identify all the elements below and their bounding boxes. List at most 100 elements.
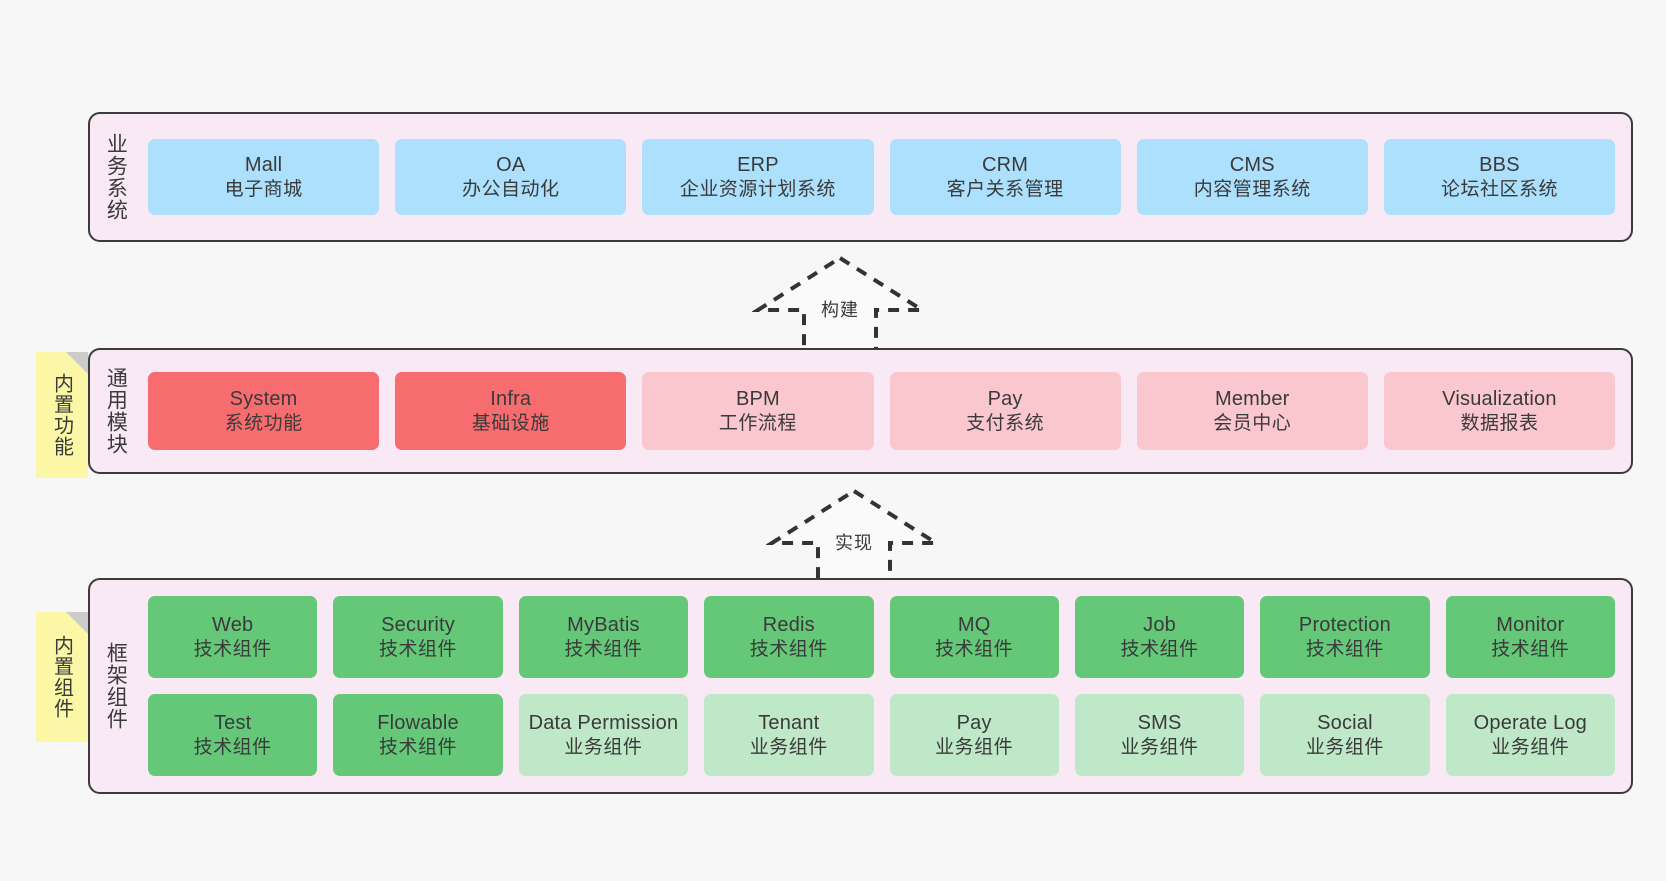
layer-framework-title: 框架组件 <box>104 642 128 730</box>
card-cms-en: CMS <box>1229 153 1275 176</box>
card-test-cn: 技术组件 <box>193 736 272 758</box>
card-mybatis[interactable]: MyBatis 技术组件 <box>518 596 689 678</box>
card-sms-cn: 业务组件 <box>1120 736 1199 758</box>
card-monitor[interactable]: Monitor 技术组件 <box>1445 596 1615 678</box>
connector-implement-arrow: 实现 <box>766 485 942 585</box>
layer-framework-body: Web 技术组件 Security 技术组件 MyBatis 技术组件 Redi… <box>140 580 1631 792</box>
card-sms-en: SMS <box>1137 711 1182 734</box>
layer-common-title: 通用模块 <box>104 367 128 455</box>
card-erp-cn: 企业资源计划系统 <box>679 178 836 200</box>
card-cms-cn: 内容管理系统 <box>1193 178 1311 200</box>
sticky-note-builtin-features: 内置功能 <box>36 352 88 478</box>
card-security[interactable]: Security 技术组件 <box>333 596 503 678</box>
card-test[interactable]: Test 技术组件 <box>148 694 318 776</box>
card-member[interactable]: Member 会员中心 <box>1136 372 1368 450</box>
card-bbs-cn: 论坛社区系统 <box>1440 178 1558 200</box>
card-bbs-en: BBS <box>1479 153 1520 176</box>
card-social-en: Social <box>1317 711 1373 734</box>
card-infra-cn: 基础设施 <box>471 412 550 434</box>
card-sms[interactable]: SMS 业务组件 <box>1074 694 1245 776</box>
sticky-fold-corner-icon <box>66 352 88 374</box>
card-redis-en: Redis <box>762 613 815 636</box>
card-pay-component-en: Pay <box>956 711 992 734</box>
card-security-cn: 技术组件 <box>379 638 458 660</box>
card-crm-en: CRM <box>982 153 1029 176</box>
layer-business-systems: 业务系统 Mall 电子商城 OA 办公自动化 ERP 企业资源计划系统 CRM… <box>88 112 1633 242</box>
card-operate-log[interactable]: Operate Log 业务组件 <box>1445 694 1615 776</box>
card-operate-log-en: Operate Log <box>1473 711 1588 734</box>
card-job-cn: 技术组件 <box>1120 638 1199 660</box>
card-web-cn: 技术组件 <box>193 638 272 660</box>
card-crm-cn: 客户关系管理 <box>946 178 1064 200</box>
card-pay-component-cn: 业务组件 <box>935 736 1014 758</box>
card-data-permission-cn: 业务组件 <box>564 736 643 758</box>
card-tenant-cn: 业务组件 <box>749 736 828 758</box>
card-system-cn: 系统功能 <box>224 412 303 434</box>
card-bbs[interactable]: BBS 论坛社区系统 <box>1383 139 1616 215</box>
card-mall-en: Mall <box>244 153 283 176</box>
sticky-fold-corner-icon <box>66 612 88 634</box>
card-mq-cn: 技术组件 <box>935 638 1014 660</box>
card-bpm-cn: 工作流程 <box>718 412 797 434</box>
card-bpm[interactable]: BPM 工作流程 <box>642 372 874 450</box>
business-card-row: Mall 电子商城 OA 办公自动化 ERP 企业资源计划系统 CRM 客户关系… <box>148 139 1616 215</box>
card-oa[interactable]: OA 办公自动化 <box>395 139 627 215</box>
card-infra[interactable]: Infra 基础设施 <box>395 372 627 450</box>
card-protection-en: Protection <box>1298 613 1391 636</box>
layer-common-modules: 通用模块 System 系统功能 Infra 基础设施 BPM 工作流程 Pay… <box>88 348 1633 474</box>
card-redis-cn: 技术组件 <box>749 638 828 660</box>
card-pay-module-en: Pay <box>987 387 1023 410</box>
card-oa-en: OA <box>496 153 526 176</box>
card-member-cn: 会员中心 <box>1213 412 1292 434</box>
card-data-permission-en: Data Permission <box>528 711 679 734</box>
card-flowable[interactable]: Flowable 技术组件 <box>333 694 503 776</box>
sticky-note-builtin-components: 内置组件 <box>36 612 88 742</box>
card-mybatis-cn: 技术组件 <box>564 638 643 660</box>
card-flowable-en: Flowable <box>377 711 459 734</box>
card-redis[interactable]: Redis 技术组件 <box>704 596 874 678</box>
layer-framework-components: 框架组件 Web 技术组件 Security 技术组件 MyBatis 技术组件… <box>88 578 1633 794</box>
card-visualization-cn: 数据报表 <box>1460 412 1539 434</box>
card-mq-en: MQ <box>957 613 991 636</box>
card-pay-component[interactable]: Pay 业务组件 <box>889 694 1059 776</box>
card-test-en: Test <box>213 711 252 734</box>
card-social[interactable]: Social 业务组件 <box>1260 694 1430 776</box>
card-mall[interactable]: Mall 电子商城 <box>148 139 380 215</box>
layer-business-body: Mall 电子商城 OA 办公自动化 ERP 企业资源计划系统 CRM 客户关系… <box>140 114 1631 240</box>
card-web[interactable]: Web 技术组件 <box>148 596 318 678</box>
framework-card-row-technical: Web 技术组件 Security 技术组件 MyBatis 技术组件 Redi… <box>148 596 1615 678</box>
card-system-en: System <box>229 387 298 410</box>
card-bpm-en: BPM <box>735 387 780 410</box>
card-visualization[interactable]: Visualization 数据报表 <box>1383 372 1616 450</box>
card-crm[interactable]: CRM 客户关系管理 <box>889 139 1121 215</box>
card-mall-cn: 电子商城 <box>224 178 303 200</box>
card-visualization-en: Visualization <box>1442 387 1557 410</box>
card-mybatis-en: MyBatis <box>567 613 640 636</box>
card-protection[interactable]: Protection 技术组件 <box>1260 596 1430 678</box>
card-data-permission[interactable]: Data Permission 业务组件 <box>518 694 689 776</box>
sticky-note-builtin-components-label: 内置组件 <box>50 635 73 719</box>
common-card-row: System 系统功能 Infra 基础设施 BPM 工作流程 Pay 支付系统… <box>148 372 1616 450</box>
card-erp-en: ERP <box>737 153 779 176</box>
card-monitor-cn: 技术组件 <box>1491 638 1570 660</box>
framework-card-row-business: Test 技术组件 Flowable 技术组件 Data Permission … <box>148 694 1615 776</box>
card-member-en: Member <box>1214 387 1290 410</box>
card-pay-module-cn: 支付系统 <box>966 412 1045 434</box>
card-operate-log-cn: 业务组件 <box>1491 736 1570 758</box>
card-cms[interactable]: CMS 内容管理系统 <box>1136 139 1368 215</box>
card-pay-module[interactable]: Pay 支付系统 <box>889 372 1121 450</box>
layer-common-body: System 系统功能 Infra 基础设施 BPM 工作流程 Pay 支付系统… <box>140 350 1631 472</box>
card-mq[interactable]: MQ 技术组件 <box>889 596 1059 678</box>
card-tenant[interactable]: Tenant 业务组件 <box>704 694 874 776</box>
card-security-en: Security <box>381 613 455 636</box>
card-erp[interactable]: ERP 企业资源计划系统 <box>642 139 874 215</box>
card-flowable-cn: 技术组件 <box>379 736 458 758</box>
layer-business-title: 业务系统 <box>104 133 128 221</box>
card-web-en: Web <box>212 613 254 636</box>
card-system[interactable]: System 系统功能 <box>148 372 380 450</box>
card-job[interactable]: Job 技术组件 <box>1074 596 1245 678</box>
card-protection-cn: 技术组件 <box>1305 638 1384 660</box>
card-infra-en: Infra <box>490 387 532 410</box>
card-monitor-en: Monitor <box>1496 613 1565 636</box>
connector-build-arrow: 构建 <box>752 252 928 352</box>
